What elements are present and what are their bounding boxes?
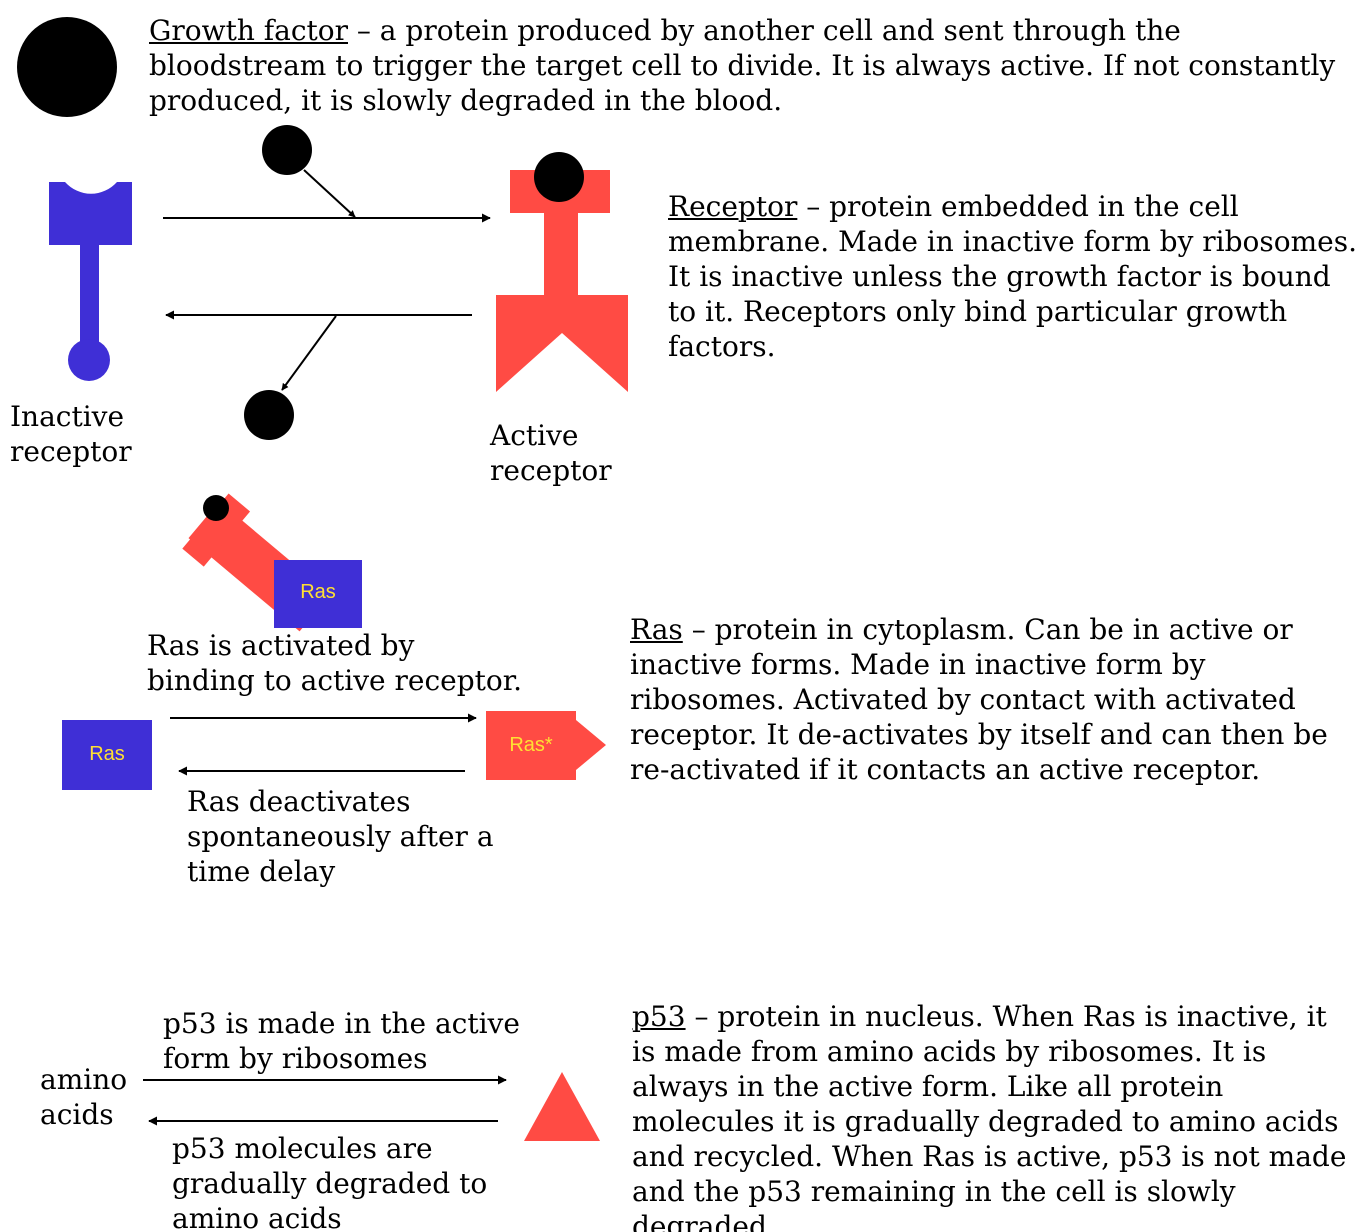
p53-degradation-caption: p53 molecules are gradually degraded to …	[172, 1132, 488, 1232]
released-growth-factor-icon	[244, 390, 294, 440]
inactive-receptor-label: Inactive receptor	[10, 400, 132, 468]
p53-text: – protein in nucleus. When Ras is inacti…	[632, 1000, 1347, 1232]
growth-factor-icon	[17, 17, 117, 117]
ras-text: – protein in cytoplasm. Can be in active…	[630, 613, 1328, 786]
p53-term: p53	[632, 1000, 686, 1033]
active-ras-box	[486, 711, 606, 780]
ras-box	[62, 720, 152, 790]
receptor-description: Receptor – protein embedded in the cell …	[668, 189, 1358, 364]
amino-acids-label: amino acids	[40, 1063, 128, 1131]
receptor-term: Receptor	[668, 190, 798, 223]
growth-factor-description: Growth factor – a protein produced by an…	[149, 13, 1359, 118]
active-receptor-icon	[496, 152, 628, 392]
bound-ras-label: Ras	[300, 581, 336, 603]
released-growth-factor-arrow	[281, 315, 337, 391]
inactive-receptor-icon	[49, 182, 132, 381]
ras-deactivation-caption: Ras deactivates spontaneously after a ti…	[187, 785, 494, 888]
ras-description: Ras – protein in cytoplasm. Can be in ac…	[630, 612, 1340, 787]
receptor-text: – protein embedded in the cell membrane.…	[668, 190, 1358, 363]
incoming-growth-factor-arrow	[303, 169, 356, 218]
p53-synthesis-caption: p53 is made in the active form by riboso…	[163, 1007, 520, 1075]
p53-triangle-icon	[524, 1072, 600, 1141]
incoming-growth-factor-icon	[262, 125, 312, 175]
growth-factor-text: – a protein produced by another cell and…	[149, 14, 1336, 117]
p53-description: p53 – protein in nucleus. When Ras is in…	[632, 999, 1357, 1232]
active-receptor-label: Active receptor	[490, 419, 612, 487]
ras-term: Ras	[630, 613, 683, 646]
bound-growth-factor-icon	[534, 152, 584, 202]
active-ras-label: Ras*	[509, 734, 553, 756]
ras-label: Ras	[89, 743, 125, 765]
ras-receptor-complex-icon	[182, 493, 362, 632]
bound-ras-box	[274, 560, 362, 628]
ras-activation-caption: Ras is activated by binding to active re…	[147, 629, 522, 697]
growth-factor-term: Growth factor	[149, 14, 348, 47]
